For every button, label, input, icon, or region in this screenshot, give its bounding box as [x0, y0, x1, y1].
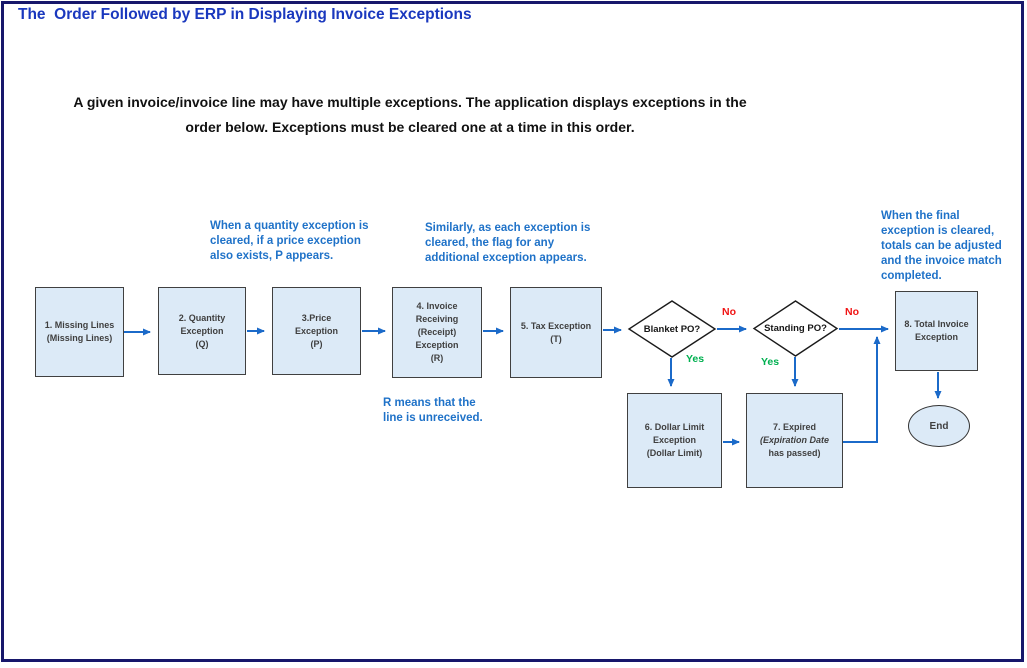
node-label: 2. Quantity Exception (Q)	[178, 312, 226, 349]
branch-label-yes-standing: Yes	[761, 356, 780, 368]
page-title: The Order Followed by ERP in Displaying …	[18, 6, 472, 23]
diamond-shape	[752, 300, 839, 357]
node-label: Standing PO?	[764, 323, 827, 334]
node-label: 8. Total Invoice Exception	[904, 319, 969, 342]
note-final-exception: When the final exception is cleared, tot…	[881, 210, 1002, 282]
node-standing-po-decision: Standing PO?	[752, 300, 839, 357]
node-label-line2: (Expiration Date	[759, 435, 829, 445]
node-missing-lines: 1. Missing Lines (Missing Lines)	[35, 287, 124, 377]
node-dollar-limit-exception: 6. Dollar Limit Exception (Dollar Limit)	[627, 393, 722, 488]
branch-label-no-standing: No	[845, 306, 859, 318]
branch-label-yes-blanket: Yes	[686, 353, 705, 365]
note-similarly-cleared: Similarly, as each exception is cleared,…	[425, 222, 591, 264]
branch-label-no-blanket: No	[722, 306, 736, 318]
node-expired: 7. Expired (Expiration Date has passed)	[746, 393, 843, 488]
note-quantity-cleared: When a quantity exception is cleared, if…	[210, 220, 369, 262]
node-label-line1: 7. Expired	[772, 422, 817, 432]
node-label: 1. Missing Lines (Missing Lines)	[44, 320, 115, 343]
node-label: Blanket PO?	[643, 323, 701, 335]
node-tax-exception: 5. Tax Exception (T)	[510, 287, 602, 378]
node-quantity-exception: 2. Quantity Exception (Q)	[158, 287, 246, 375]
diamond-shape	[627, 300, 717, 358]
node-label: End	[929, 420, 949, 432]
node-label: 3.Price Exception (P)	[294, 312, 338, 349]
node-price-exception: 3.Price Exception (P)	[272, 287, 361, 375]
node-label: 6. Dollar Limit Exception (Dollar Limit)	[644, 422, 705, 458]
node-label-line3: has passed)	[768, 448, 821, 458]
node-blanket-po-decision: Blanket PO?	[627, 300, 717, 358]
intro-text: A given invoice/invoice line may have mu…	[73, 94, 747, 135]
node-label: 5. Tax Exception (T)	[520, 320, 592, 344]
node-invoice-receiving-exception: 4. Invoice Receiving (Receipt) Exception…	[392, 287, 482, 378]
node-end-terminator: End	[908, 405, 970, 447]
node-total-invoice-exception: 8. Total Invoice Exception	[895, 291, 978, 371]
note-r-unreceived: R means that the line is unreceived.	[383, 397, 483, 424]
node-label: 4. Invoice Receiving (Receipt) Exception…	[415, 301, 459, 363]
